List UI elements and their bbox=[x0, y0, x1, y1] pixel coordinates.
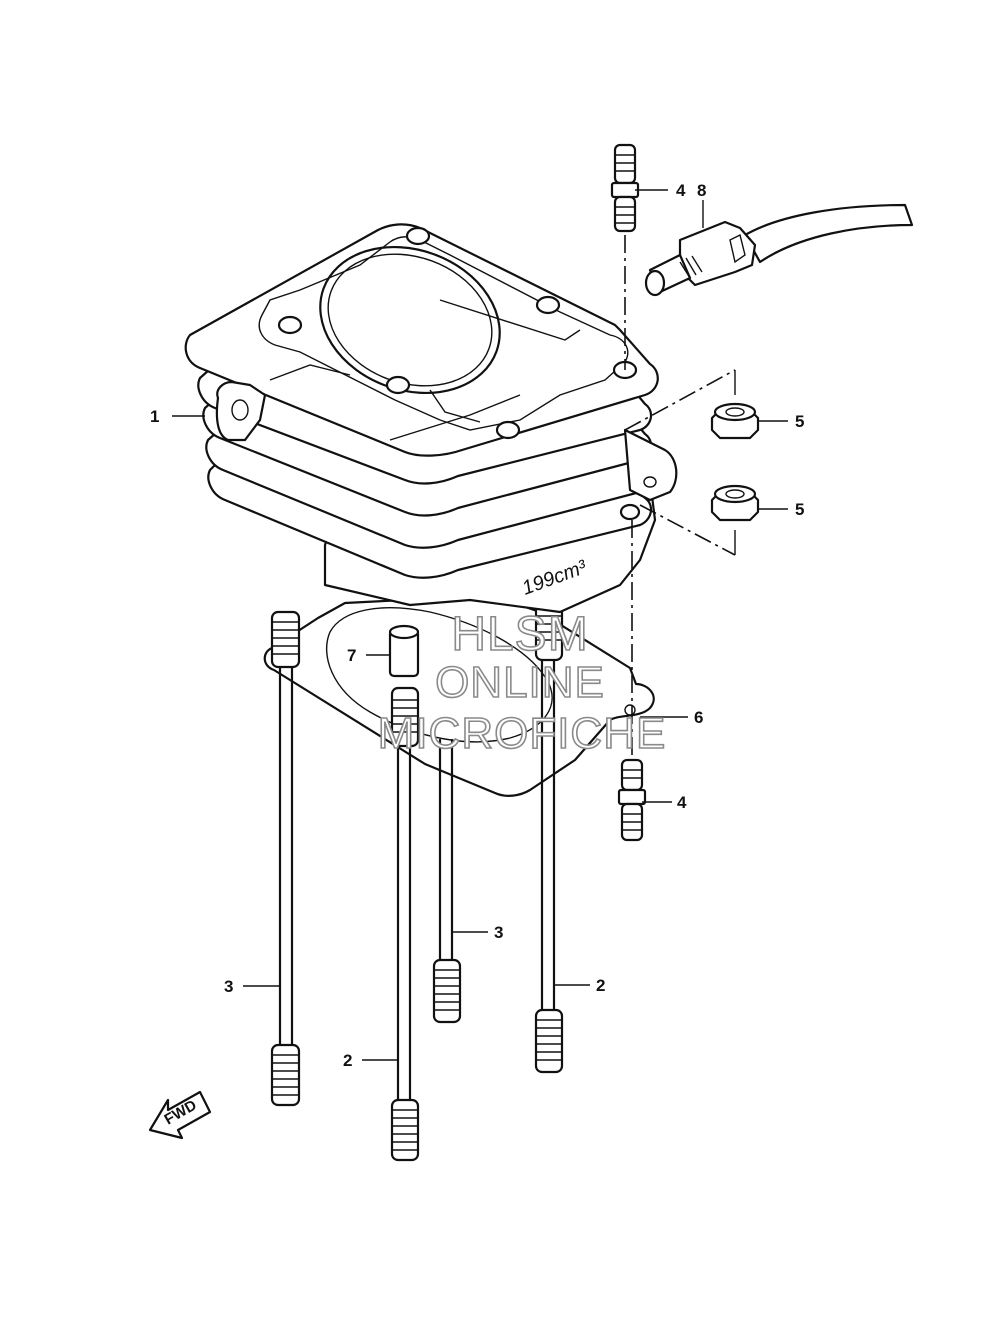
callout-label: 2 bbox=[343, 1051, 352, 1070]
fwd-arrow-icon: FWD bbox=[148, 1090, 212, 1140]
callout-label: 3 bbox=[494, 923, 503, 942]
stud-4-top bbox=[610, 143, 640, 233]
stud-2-front bbox=[390, 686, 420, 1162]
callout-label: 6 bbox=[694, 708, 703, 727]
stud-3-left bbox=[270, 610, 301, 1107]
nut-lower-guide bbox=[639, 504, 736, 556]
nut-upper bbox=[710, 402, 760, 440]
callout-1: 1 bbox=[150, 407, 205, 426]
callout-4-top: 4 bbox=[635, 181, 686, 200]
nut-upper-guide bbox=[624, 369, 736, 431]
callout-3-left: 3 bbox=[224, 977, 280, 996]
callout-label: 4 bbox=[676, 181, 686, 200]
callout-label: 4 bbox=[677, 793, 687, 812]
cylinder: 199cm³ bbox=[184, 223, 678, 614]
callout-3-middle: 3 bbox=[452, 923, 503, 942]
watermark: HLSM ONLINE MICROFICHE bbox=[377, 607, 667, 759]
dowel-pin bbox=[388, 624, 420, 678]
callout-5-upper: 5 bbox=[758, 412, 804, 431]
callout-label: 8 bbox=[697, 181, 706, 200]
callout-label: 5 bbox=[795, 412, 804, 431]
stud-4-bottom bbox=[617, 758, 647, 842]
watermark-line-3: MICROFICHE bbox=[378, 709, 667, 758]
nut-lower bbox=[710, 484, 760, 522]
callout-8: 8 bbox=[697, 181, 706, 228]
callout-5-lower: 5 bbox=[758, 500, 804, 519]
callout-2-rear: 2 bbox=[554, 976, 605, 995]
callout-4-bottom: 4 bbox=[642, 793, 687, 812]
watermark-line-2: ONLINE bbox=[435, 658, 605, 707]
temperature-sensor bbox=[644, 203, 914, 297]
callout-2-front: 2 bbox=[343, 1051, 398, 1070]
callout-label: 2 bbox=[596, 976, 605, 995]
stud-3-middle bbox=[432, 738, 462, 1024]
callout-label: 7 bbox=[347, 646, 356, 665]
callout-7: 7 bbox=[347, 646, 390, 665]
callout-label: 1 bbox=[150, 407, 159, 426]
callout-label: 3 bbox=[224, 977, 233, 996]
callout-label: 5 bbox=[795, 500, 804, 519]
watermark-line-1: HLSM bbox=[451, 608, 588, 661]
callout-6: 6 bbox=[640, 708, 703, 727]
